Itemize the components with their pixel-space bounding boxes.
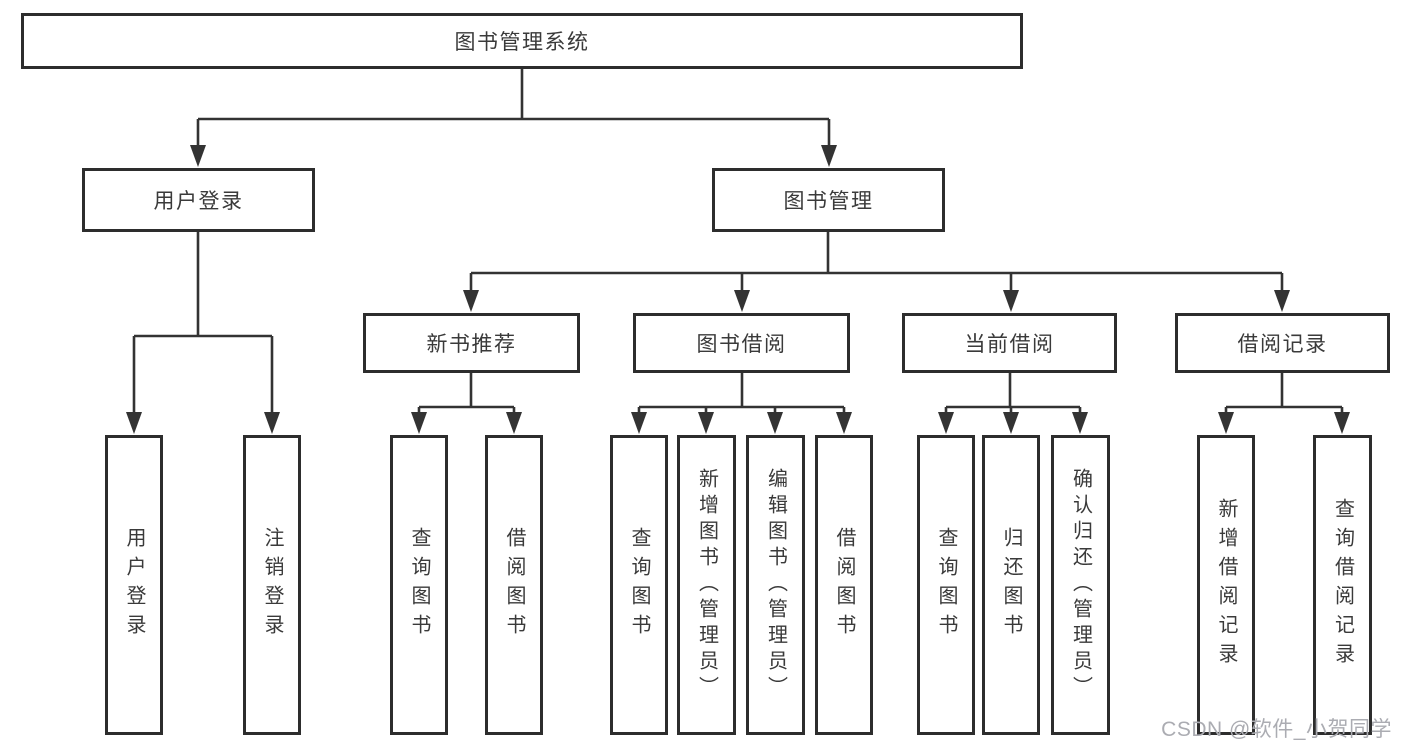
leaf-query-books-current: 查询图书 [917, 435, 975, 735]
leaf-user-login: 用户登录 [105, 435, 163, 735]
leaf-add-borrow-record: 新增借阅记录 [1197, 435, 1255, 735]
node-user-login: 用户登录 [82, 168, 315, 232]
leaf-edit-books-admin: 编辑图书（管理员） [746, 435, 805, 735]
node-book-management-label: 图书管理 [783, 190, 874, 213]
leaf-confirm-return-admin: 确认归还（管理员） [1051, 435, 1110, 735]
leaf-borrow-books-recommend-label: 借阅图书 [503, 527, 525, 643]
node-root-label: 图书管理系统 [454, 31, 590, 54]
leaf-confirm-return-admin-label: 确认归还（管理员） [1069, 468, 1092, 702]
node-borrow-records-label: 借阅记录 [1237, 333, 1328, 356]
node-book-borrow: 图书借阅 [633, 313, 850, 373]
node-borrow-records: 借阅记录 [1175, 313, 1390, 373]
leaf-query-books-borrow-label: 查询图书 [628, 527, 650, 643]
leaf-query-books-borrow: 查询图书 [610, 435, 668, 735]
node-current-borrow-label: 当前借阅 [964, 333, 1055, 356]
node-current-borrow: 当前借阅 [902, 313, 1117, 373]
leaf-query-books-recommend: 查询图书 [390, 435, 448, 735]
node-book-management: 图书管理 [712, 168, 945, 232]
node-user-login-label: 用户登录 [153, 190, 244, 213]
node-root: 图书管理系统 [21, 13, 1023, 69]
leaf-logout-label: 注销登录 [261, 527, 283, 643]
leaf-return-books: 归还图书 [982, 435, 1040, 735]
leaf-query-borrow-record-label: 查询借阅记录 [1331, 498, 1354, 672]
leaf-edit-books-admin-label: 编辑图书（管理员） [764, 468, 787, 702]
leaf-borrow-books-label: 借阅图书 [833, 527, 855, 643]
leaf-query-borrow-record: 查询借阅记录 [1313, 435, 1372, 735]
watermark: CSDN @软件_小贺同学 [1161, 718, 1392, 741]
node-new-book-recommend: 新书推荐 [363, 313, 580, 373]
leaf-borrow-books: 借阅图书 [815, 435, 873, 735]
leaf-add-books-admin: 新增图书（管理员） [677, 435, 736, 735]
leaf-query-books-recommend-label: 查询图书 [408, 527, 430, 643]
leaf-query-books-current-label: 查询图书 [935, 527, 957, 643]
node-new-book-recommend-label: 新书推荐 [426, 333, 517, 356]
leaf-add-books-admin-label: 新增图书（管理员） [695, 468, 718, 702]
leaf-logout: 注销登录 [243, 435, 301, 735]
leaf-add-borrow-record-label: 新增借阅记录 [1215, 498, 1237, 672]
leaf-user-login-label: 用户登录 [123, 527, 145, 643]
node-book-borrow-label: 图书借阅 [696, 333, 787, 356]
leaf-return-books-label: 归还图书 [1000, 527, 1022, 643]
leaf-borrow-books-recommend: 借阅图书 [485, 435, 543, 735]
